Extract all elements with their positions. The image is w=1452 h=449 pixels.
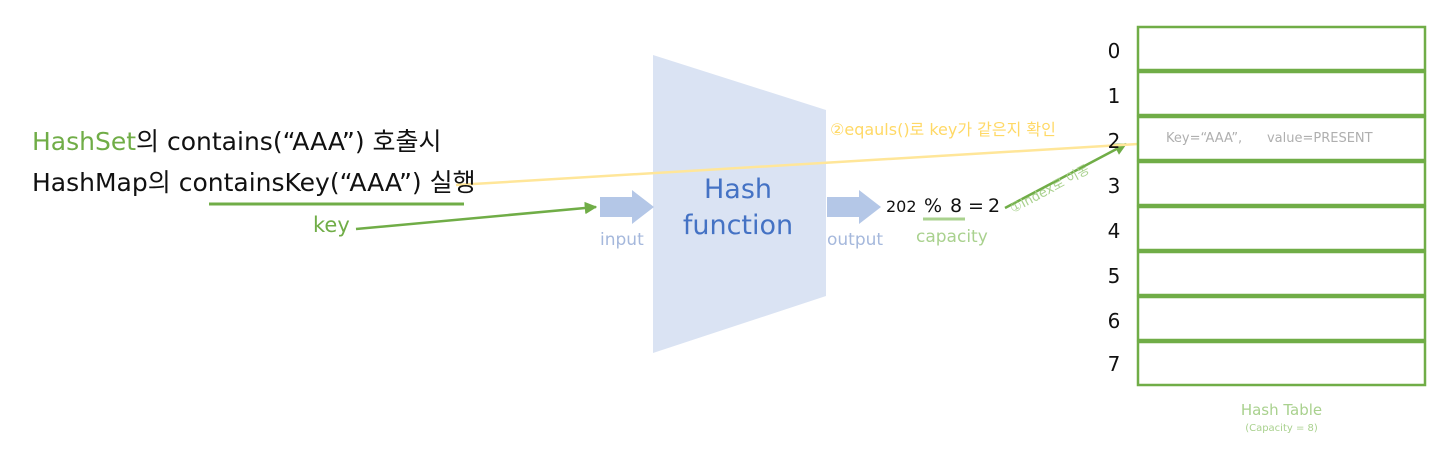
hash-function-line-1: Hash	[703, 174, 773, 205]
hashset-label: HashSet	[32, 127, 137, 156]
hash-function-line-2: function	[682, 210, 794, 241]
key-arrow	[355, 201, 598, 231]
row-index-4: 4	[1107, 219, 1121, 243]
input-arrow	[600, 190, 654, 224]
output-arrow	[827, 190, 881, 224]
hash-table-entry: Key=“AAA”, value=PRESENT	[1166, 131, 1373, 146]
index-arrow	[1004, 142, 1128, 210]
caller-line-2: HashMap의 containsKey(“AAA”) 실행	[32, 168, 476, 198]
equals-sign: =	[968, 195, 984, 217]
capacity-value: 8	[950, 195, 963, 217]
row-index-0: 0	[1107, 39, 1121, 63]
caller-line-2-prefix: HashMap의	[32, 168, 179, 197]
row-index-7: 7	[1107, 352, 1121, 376]
input-label: input	[600, 230, 644, 250]
containskey-call: containsKey(“AAA”)	[178, 168, 422, 197]
row-index-2: 2	[1107, 129, 1121, 153]
modulo-operator: %	[924, 195, 943, 217]
capacity-label: capacity	[916, 227, 988, 247]
equals-arrow	[455, 137, 1157, 187]
row-index-6: 6	[1107, 309, 1121, 333]
hash-function-shape	[653, 55, 826, 353]
hash-table-cell-0	[1136, 25, 1427, 72]
modulo-result: 2	[988, 195, 1001, 217]
output-label: output	[827, 230, 884, 250]
hash-table	[1136, 25, 1427, 387]
hash-table-title: Hash Table	[1240, 401, 1323, 419]
row-index-5: 5	[1107, 264, 1121, 288]
key-label: key	[313, 213, 350, 237]
hash-table-cell-1	[1136, 70, 1427, 117]
hash-table-cell-2	[1136, 115, 1427, 162]
hash-function-label: Hash function	[663, 172, 813, 244]
hash-table-cell-7	[1136, 340, 1427, 387]
caller-line-1-rest: 의 contains(“AAA”) 호출시	[136, 127, 442, 156]
hash-table-subtitle: (Capacity = 8)	[1245, 423, 1318, 434]
caller-line-2-suffix: 실행	[421, 168, 476, 197]
hash-value: 202	[886, 197, 917, 216]
caller-line-1: HashSet의 contains(“AAA”) 호출시	[32, 127, 442, 157]
hash-table-cell-6	[1136, 295, 1427, 342]
hash-table-cell-3	[1136, 160, 1427, 207]
hash-table-cell-5	[1136, 250, 1427, 297]
equals-check-label: ②eqauls()로 key가 같은지 확인	[830, 120, 1056, 139]
row-index-1: 1	[1107, 84, 1121, 108]
row-index-3: 3	[1107, 174, 1121, 198]
hash-table-cell-4	[1136, 205, 1427, 252]
